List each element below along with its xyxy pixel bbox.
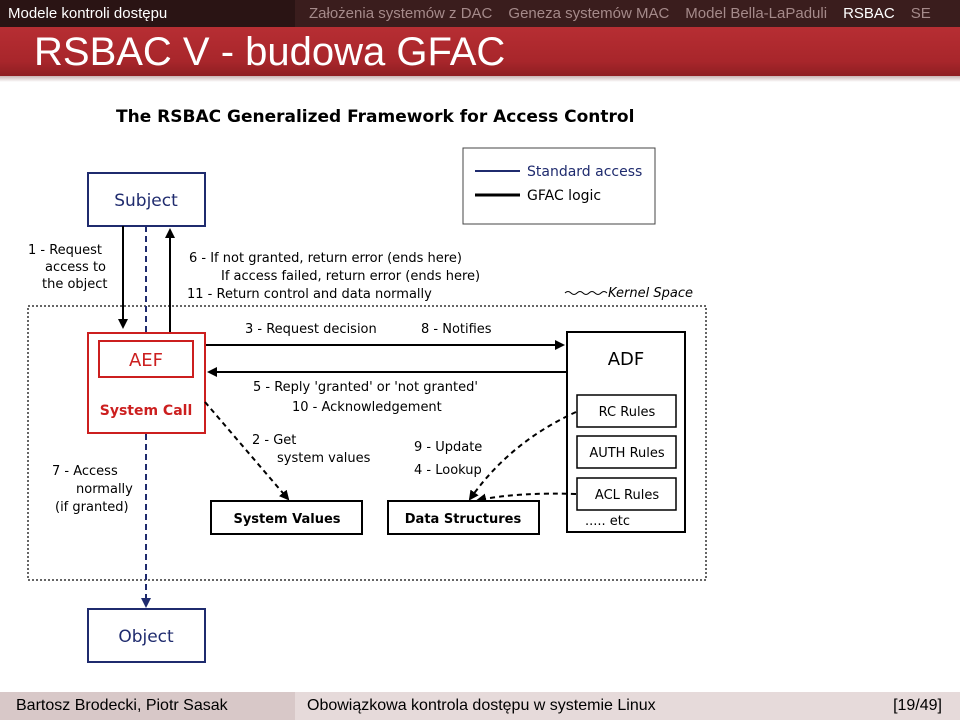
- system-values-box: [210, 500, 363, 535]
- step1-line3: the object: [42, 277, 108, 292]
- legend-gfac-label: GFAC logic: [527, 188, 601, 204]
- kernel-space-wave: [564, 291, 608, 295]
- step9-label: 9 - Update: [414, 440, 482, 455]
- arrow-get-values: [204, 401, 290, 501]
- step2-line1: 2 - Get: [252, 433, 296, 448]
- section-title[interactable]: Modele kontroli dostępu: [0, 0, 295, 27]
- gfac-diagram: The RSBAC Generalized Framework for Acce…: [0, 82, 960, 688]
- arrow-lookup: [476, 492, 577, 504]
- object-box: [87, 608, 206, 663]
- step7-line3: (if granted): [55, 500, 129, 515]
- kernel-space-label: Kernel Space: [608, 286, 693, 301]
- step5-label: 5 - Reply 'granted' or 'not granted': [253, 380, 478, 395]
- subject-box: [87, 172, 206, 227]
- step11-label: 11 - Return control and data normally: [187, 287, 432, 302]
- data-structures-label: Data Structures: [405, 512, 522, 527]
- nav-item-rsbac[interactable]: RSBAC: [843, 5, 895, 22]
- diagram-title: The RSBAC Generalized Framework for Acce…: [116, 107, 634, 127]
- etc-label: ..... etc: [585, 514, 630, 529]
- step2-line2: system values: [277, 451, 371, 466]
- step4-label: 4 - Lookup: [414, 463, 482, 478]
- gfac-diagram-svg: The RSBAC Generalized Framework for Acce…: [27, 107, 707, 663]
- nav-item-mac[interactable]: Geneza systemów MAC: [508, 5, 670, 22]
- acl-rules-box: [576, 477, 677, 511]
- section-nav: Założenia systemów z DAC Geneza systemów…: [295, 0, 947, 27]
- subject-label: Subject: [114, 191, 178, 211]
- nav-item-se[interactable]: SE: [910, 5, 931, 22]
- adf-label: ADF: [608, 349, 645, 370]
- step1-line1: 1 - Request: [28, 243, 102, 258]
- top-navigation-bar: Modele kontroli dostępu Założenia system…: [0, 0, 960, 27]
- step6b-label: If access failed, return error (ends her…: [221, 269, 480, 284]
- aef-label: AEF: [129, 350, 163, 371]
- arrow-update: [468, 411, 577, 501]
- rc-rules-box: [576, 394, 677, 428]
- nav-item-dac[interactable]: Założenia systemów z DAC: [309, 5, 493, 22]
- aef-box: [98, 340, 194, 378]
- auth-rules-box: [576, 435, 677, 469]
- data-structures-box: [387, 500, 540, 535]
- step7-line1: 7 - Access: [52, 464, 118, 479]
- auth-rules-label: AUTH Rules: [589, 446, 665, 461]
- step1-line2: access to: [45, 260, 106, 275]
- footer-authors: Bartosz Brodecki, Piotr Sasak: [0, 692, 295, 720]
- object-label: Object: [118, 627, 174, 647]
- slide-title: RSBAC V - budowa GFAC: [34, 30, 506, 74]
- footer-right: Obowiązkowa kontrola dostępu w systemie …: [295, 692, 960, 720]
- step7-line2: normally: [76, 482, 133, 497]
- step8-label: 8 - Notifies: [421, 322, 492, 337]
- step6-label: 6 - If not granted, return error (ends h…: [189, 251, 462, 266]
- step10-label: 10 - Acknowledgement: [292, 400, 442, 415]
- slide-title-bar: RSBAC V - budowa GFAC: [0, 27, 960, 76]
- slide-footer: Bartosz Brodecki, Piotr Sasak Obowiązkow…: [0, 692, 960, 720]
- title-shadow: [0, 76, 960, 82]
- footer-page-number: [19/49]: [893, 697, 942, 714]
- footer-talk-title: Obowiązkowa kontrola dostępu w systemie …: [307, 697, 656, 714]
- system-values-label: System Values: [233, 512, 340, 527]
- nav-item-bell-lapadula[interactable]: Model Bella-LaPaduli: [685, 5, 828, 22]
- rc-rules-label: RC Rules: [599, 405, 656, 420]
- acl-rules-label: ACL Rules: [595, 488, 659, 503]
- legend-standard-label: Standard access: [527, 164, 642, 180]
- step3-label: 3 - Request decision: [245, 322, 377, 337]
- system-call-label: System Call: [100, 403, 193, 419]
- legend: Standard access GFAC logic: [462, 147, 656, 225]
